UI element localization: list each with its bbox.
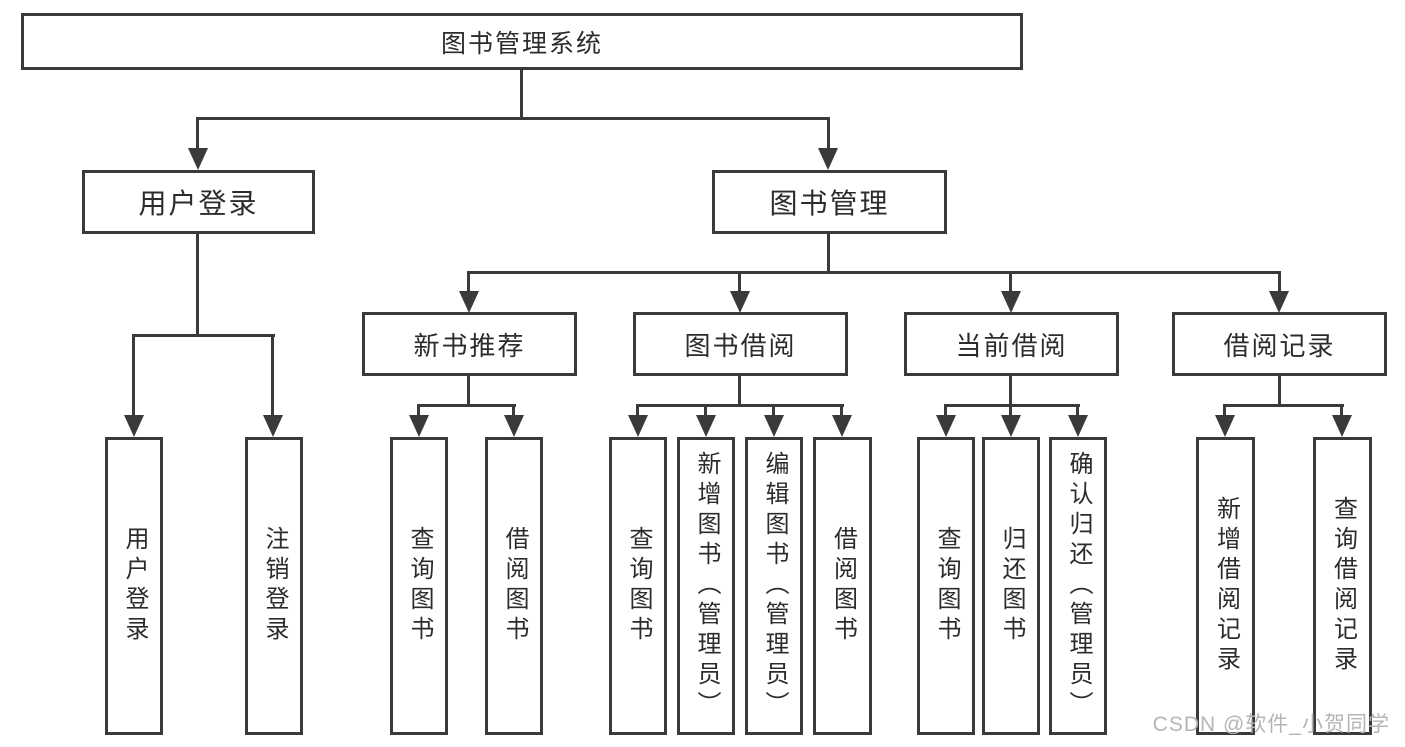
connector-line <box>512 404 515 420</box>
connector-line <box>1009 404 1012 420</box>
node-book-borrow-label: 图书借阅 <box>684 330 797 361</box>
arrow-down-icon <box>1001 291 1021 313</box>
connector-line <box>772 404 775 420</box>
leaf-confirm-return-admin: 确认归还（管理员） <box>1049 437 1107 735</box>
arrow-down-icon <box>696 415 716 437</box>
connector-line <box>636 404 639 420</box>
leaf-borrow-books-recommend-label: 借阅图书 <box>501 526 528 646</box>
connector-line <box>1223 404 1226 420</box>
node-root-label: 图书管理系统 <box>440 29 603 58</box>
leaf-borrow-books-recommend: 借阅图书 <box>485 437 543 735</box>
node-current-borrow: 当前借阅 <box>904 312 1119 376</box>
connector-line <box>1340 404 1343 420</box>
arrow-down-icon <box>1269 291 1289 313</box>
leaf-query-borrow-record-label: 查询借阅记录 <box>1329 496 1357 676</box>
node-borrow-records: 借阅记录 <box>1172 312 1387 376</box>
node-current-borrow-label: 当前借阅 <box>955 330 1068 361</box>
connector-line <box>417 404 516 407</box>
watermark: CSDN @软件_小贺同学 <box>1152 713 1390 736</box>
arrow-down-icon <box>263 415 283 437</box>
connector-line <box>738 271 741 297</box>
connector-line <box>1009 271 1012 297</box>
arrow-down-icon <box>1068 415 1088 437</box>
arrow-down-icon <box>124 415 144 437</box>
leaf-logout-label: 注销登录 <box>261 526 288 646</box>
connector-line <box>271 334 274 417</box>
arrow-down-icon <box>1001 415 1021 437</box>
connector-line <box>520 69 523 119</box>
node-user-login-branch-label: 用户登录 <box>138 188 259 219</box>
connector-line <box>738 375 741 407</box>
arrow-down-icon <box>936 415 956 437</box>
leaf-borrow-books-label: 借阅图书 <box>829 526 857 646</box>
leaf-query-books-borrow: 查询图书 <box>609 437 667 735</box>
arrow-down-icon <box>818 148 838 170</box>
connector-line <box>196 233 199 337</box>
leaf-logout: 注销登录 <box>245 437 303 735</box>
connector-line <box>196 117 830 120</box>
arrow-down-icon <box>628 415 648 437</box>
leaf-add-books-admin-label: 新增图书（管理员） <box>693 451 720 721</box>
leaf-borrow-books: 借阅图书 <box>813 437 872 735</box>
leaf-return-books: 归还图书 <box>982 437 1040 735</box>
connector-line <box>636 404 844 407</box>
arrow-down-icon <box>764 415 784 437</box>
arrow-down-icon <box>188 148 208 170</box>
node-new-book-recommend-label: 新书推荐 <box>413 330 526 361</box>
connector-line <box>467 375 470 407</box>
node-root: 图书管理系统 <box>21 13 1023 70</box>
connector-line <box>1278 375 1281 407</box>
connector-line <box>827 233 830 274</box>
leaf-query-books-recommend: 查询图书 <box>390 437 448 735</box>
arrow-down-icon <box>730 291 750 313</box>
node-borrow-records-label: 借阅记录 <box>1223 330 1336 361</box>
node-book-borrow: 图书借阅 <box>633 312 848 376</box>
connector-line <box>467 271 470 297</box>
connector-line <box>467 271 1281 274</box>
connector-line <box>1223 404 1344 407</box>
connector-line <box>132 334 135 417</box>
arrow-down-icon <box>832 415 852 437</box>
leaf-user-login: 用户登录 <box>105 437 163 735</box>
connector-line <box>827 117 830 151</box>
leaf-query-books-current: 查询图书 <box>917 437 975 735</box>
node-user-login-branch: 用户登录 <box>82 170 315 234</box>
connector-line <box>944 404 947 420</box>
leaf-query-books-borrow-label: 查询图书 <box>625 526 652 646</box>
leaf-query-borrow-record: 查询借阅记录 <box>1313 437 1372 735</box>
arrow-down-icon <box>504 415 524 437</box>
leaf-edit-books-admin-label: 编辑图书（管理员） <box>761 451 788 721</box>
connector-line <box>132 334 275 337</box>
leaf-return-books-label: 归还图书 <box>998 526 1025 646</box>
node-new-book-recommend: 新书推荐 <box>362 312 577 376</box>
node-book-management: 图书管理 <box>712 170 947 234</box>
connector-line <box>704 404 707 420</box>
connector-line <box>417 404 420 420</box>
leaf-query-books-current-label: 查询图书 <box>933 526 960 646</box>
connector-line <box>1076 404 1079 420</box>
connector-line <box>1009 375 1012 407</box>
arrow-down-icon <box>409 415 429 437</box>
node-book-management-label: 图书管理 <box>769 188 890 219</box>
leaf-user-login-label: 用户登录 <box>121 526 148 646</box>
connector-line <box>944 404 1080 407</box>
leaf-add-borrow-record-label: 新增借阅记录 <box>1212 496 1240 676</box>
connector-line <box>1278 271 1281 297</box>
leaf-confirm-return-admin-label: 确认归还（管理员） <box>1065 451 1092 721</box>
connector-line <box>840 404 843 420</box>
leaf-query-books-recommend-label: 查询图书 <box>406 526 433 646</box>
arrow-down-icon <box>1332 415 1352 437</box>
leaf-add-borrow-record: 新增借阅记录 <box>1196 437 1255 735</box>
leaf-add-books-admin: 新增图书（管理员） <box>677 437 735 735</box>
arrow-down-icon <box>459 291 479 313</box>
connector-line <box>196 117 199 151</box>
leaf-edit-books-admin: 编辑图书（管理员） <box>745 437 803 735</box>
arrow-down-icon <box>1215 415 1235 437</box>
